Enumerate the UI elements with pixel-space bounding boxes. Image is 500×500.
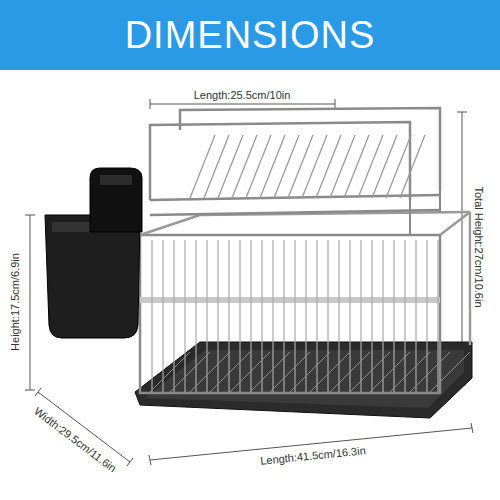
wire-basket [140,212,470,393]
basket-wire [217,240,218,392]
plate-wire [358,135,383,198]
floor-wire [390,352,430,392]
floor-wire [230,352,270,392]
basket-wire [393,240,394,392]
basket-wire [327,240,328,392]
dimension-label: Width:29.5cm/11.6in [30,404,120,477]
floor-wire [190,352,230,392]
plate-wire [372,135,397,198]
plate-wire [330,135,355,198]
plate-wire [260,135,285,198]
basket-wire [404,240,405,392]
basket-wire [426,240,427,392]
floor-wire [350,352,390,392]
plate-wire [316,135,341,198]
knife-block [90,168,142,232]
dimension-label: Height:17.5cm/6.9in [9,251,22,353]
basket-wire [184,240,185,392]
plate-wire [204,135,229,198]
basket-wire [316,240,317,392]
basket-wire [294,240,295,392]
plate-wire [232,135,257,198]
floor-wire [310,352,350,392]
basket-wire [239,240,240,392]
header-bar [0,0,500,70]
plate-rack [150,108,440,235]
plate-wire [400,135,425,198]
floor-wire [210,352,250,392]
floor-wire [150,352,190,392]
basket-wire [437,240,438,392]
plate-wire [386,135,411,198]
basket-wire [415,240,416,392]
plate-wire [190,135,215,198]
utensil-holder [45,215,140,338]
basket-wire [338,240,339,392]
basket-wire [151,240,152,392]
floor-wire [430,352,470,392]
basket-wire [305,240,306,392]
basket-wire [206,240,207,392]
dimension-lines [25,99,473,466]
floor-wire [250,352,290,392]
dimension-label: Total Height:27cm/10.6in [472,184,485,309]
floor-wire [170,352,210,392]
basket-wire [228,240,229,392]
basket-wire [261,240,262,392]
basket-wire [162,240,163,392]
floor-wire [370,352,410,392]
basket-wire [250,240,251,392]
plate-wire [288,135,313,198]
knife-slot [100,175,132,185]
plate-wire [274,135,299,198]
plate-wire [344,135,369,198]
basket-wire [283,240,284,392]
basket-wire [360,240,361,392]
floor-wire [270,352,310,392]
floor-wire [290,352,330,392]
floor-wire [330,352,370,392]
basket-wire [173,240,174,392]
plate-wire [218,135,243,198]
dimension-label: Length:25.5cm/10in [192,89,293,102]
page-title: DIMENSIONS [0,0,500,70]
plate-wire [302,135,327,198]
basket-wire [349,240,350,392]
basket-wire [195,240,196,392]
floor-wire [410,352,450,392]
basket-wire [382,240,383,392]
plate-wire [246,135,271,198]
